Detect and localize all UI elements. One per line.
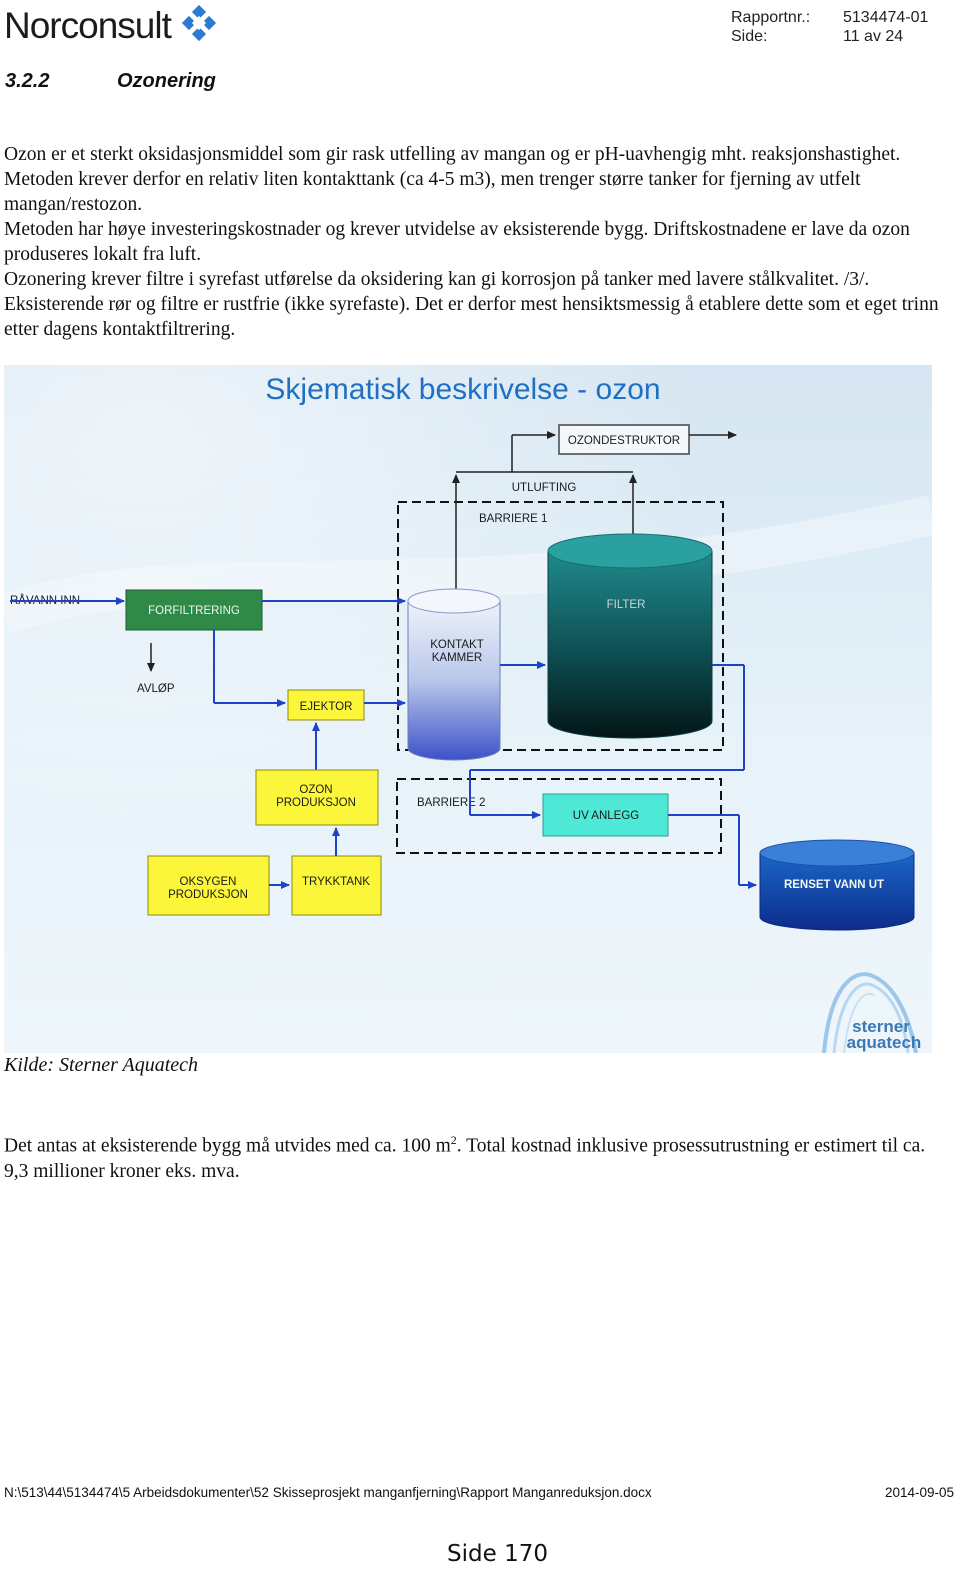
- barrier1-label: BARRIERE 1: [479, 513, 547, 525]
- paragraph: Det antas at eksisterende bygg må utvide…: [4, 1128, 954, 1184]
- filter-tank: [547, 533, 713, 739]
- paragraph: Ozonering krever filtre i syrefast utfør…: [4, 269, 939, 340]
- ozondestruktor-box: [558, 424, 690, 455]
- page-value: 11 av 24: [843, 28, 904, 45]
- ejektor-box: [287, 689, 365, 721]
- barrier2-label: BARRIERE 2: [417, 797, 485, 809]
- conclusion-text: Det antas at eksisterende bygg må utvide…: [4, 1128, 954, 1184]
- figure-caption: Kilde: Sterner Aquatech: [4, 1054, 199, 1076]
- forfiltrering-box: [125, 589, 263, 631]
- section-number: 3.2.2: [5, 70, 50, 92]
- utlufting-label: UTLUFTING: [512, 482, 577, 494]
- body-text: Ozon er et sterkt oksidasjonsmiddel som …: [4, 142, 954, 342]
- section-title: Ozonering: [117, 70, 216, 92]
- oksygen-label-line1: OKSYGEN: [180, 876, 237, 888]
- brand-line2: aquatech: [847, 1033, 922, 1052]
- kontakt-kammer-tank: [407, 588, 501, 761]
- barrier2-frame: [396, 778, 722, 854]
- conclusion-part2: . Total kostnad inklusive prosessutrustn…: [4, 1135, 926, 1182]
- ozone-process-diagram: Skjematisk beskrivelse - ozon BARRIERE 1…: [4, 365, 932, 1053]
- footer-file-path: N:\513\44\5134474\5 Arbeidsdokumenter\52…: [4, 1485, 652, 1500]
- ozondestruktor-label: OZONDESTRUKTOR: [568, 435, 680, 447]
- diamond-logo-icon: [181, 5, 216, 42]
- brand-line1: sterner: [852, 1017, 910, 1036]
- norconsult-logo: Norconsult: [4, 4, 223, 48]
- page-label: Side:: [731, 28, 768, 45]
- ejektor-label: EJEKTOR: [300, 701, 353, 713]
- uv-anlegg-label: UV ANLEGG: [573, 810, 640, 822]
- page-number: Side 170: [447, 1541, 548, 1567]
- section-heading: 3.2.2 Ozonering: [5, 70, 216, 93]
- logo-text: Norconsult: [4, 5, 172, 46]
- kontakt-label-line2: KAMMER: [432, 652, 482, 664]
- report-meta: Rapportnr.: 5134474-01 Side: 11 av 24: [731, 8, 928, 46]
- forfiltrering-label: FORFILTRERING: [148, 605, 240, 617]
- paragraph: Metoden har høye investeringskostnader o…: [4, 219, 910, 265]
- paragraph: Ozon er et sterkt oksidasjonsmiddel som …: [4, 144, 901, 215]
- trykktank-label: TRYKKTANK: [302, 876, 370, 888]
- filter-label: FILTER: [607, 599, 646, 611]
- renset-vann-tank: [759, 839, 915, 931]
- report-number-value: 5134474-01: [843, 9, 929, 26]
- renset-vann-label: RENSET VANN UT: [784, 879, 884, 891]
- ozon-produksjon-box: [255, 769, 379, 826]
- diagram-title: Skjematisk beskrivelse - ozon: [265, 373, 660, 406]
- diagram-canvas: Skjematisk beskrivelse - ozon BARRIERE 1…: [4, 365, 932, 1053]
- sterner-aquatech-logo: sterner aquatech: [822, 972, 922, 1053]
- kontakt-label-line1: KONTAKT: [430, 639, 483, 651]
- report-number-label: Rapportnr.:: [731, 9, 811, 26]
- barrier1-frame: [397, 501, 724, 751]
- avlop-label: AVLØP: [137, 683, 175, 695]
- conclusion-superscript: 2: [450, 1133, 457, 1147]
- uv-anlegg-box: [542, 793, 669, 837]
- ozon-label-line2: PRODUKSJON: [276, 797, 356, 809]
- oksygen-label-line2: PRODUKSJON: [168, 889, 248, 901]
- ozon-label-line1: OZON: [299, 784, 332, 796]
- conclusion-part1: Det antas at eksisterende bygg må utvide…: [4, 1135, 451, 1157]
- footer-date: 2014-09-05: [884, 1485, 954, 1500]
- oksygen-produksjon-box: [147, 855, 270, 916]
